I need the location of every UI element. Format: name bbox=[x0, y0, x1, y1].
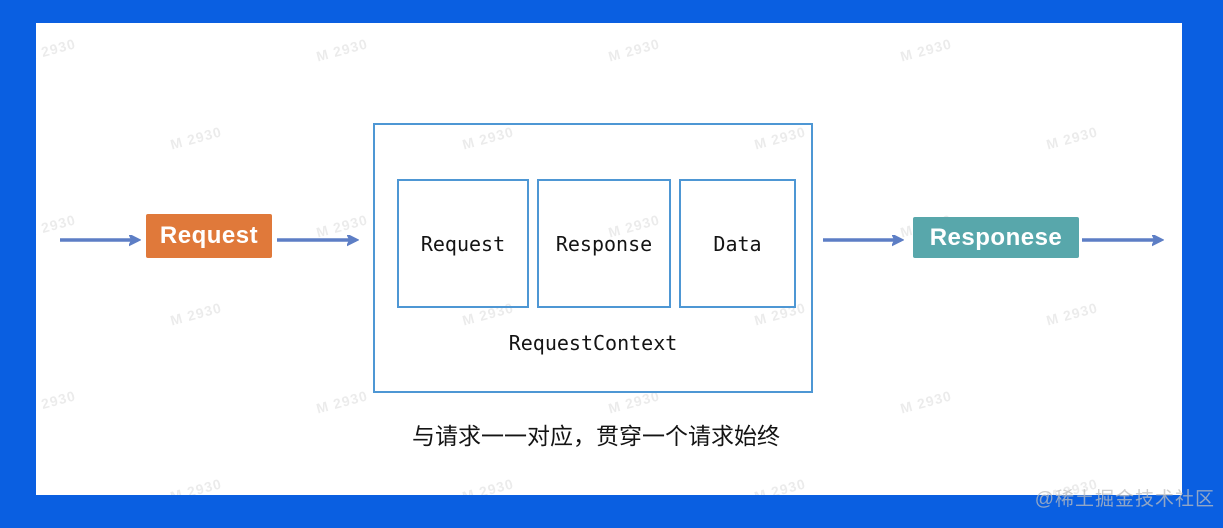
response-node: Responese bbox=[913, 217, 1079, 258]
watermark-tile: M 2930 bbox=[314, 35, 370, 65]
request-node: Request bbox=[146, 214, 272, 258]
watermark-tile: M 2930 bbox=[36, 387, 78, 417]
request-node-label: Request bbox=[159, 222, 259, 249]
brand-watermark: @稀土掘金技术社区 bbox=[1034, 489, 1215, 510]
watermark-tile: M 2930 bbox=[898, 387, 954, 417]
watermark-tile: M 2930 bbox=[898, 35, 954, 65]
watermark-tile: M 2930 bbox=[606, 35, 662, 65]
response-node-label: Responese bbox=[929, 223, 1063, 251]
context-item-data: Data bbox=[679, 179, 796, 308]
context-item-label: Data bbox=[713, 231, 762, 256]
watermark-tile: M 2930 bbox=[460, 475, 516, 495]
watermark-tile: M 2930 bbox=[168, 475, 224, 495]
watermark-tile: M 2930 bbox=[168, 123, 224, 153]
diagram-caption: 与请求一一对应，贯穿一个请求始终 bbox=[412, 423, 780, 449]
request-context-container: Request Response Data RequestContext bbox=[373, 123, 813, 393]
watermark-tile: M 2930 bbox=[168, 299, 224, 329]
watermark-tile: M 2930 bbox=[36, 211, 78, 241]
context-item-response: Response bbox=[537, 179, 671, 308]
watermark-tile: M 2930 bbox=[36, 35, 78, 65]
watermark-tile: M 2930 bbox=[314, 387, 370, 417]
watermark-tile: M 2930 bbox=[1044, 299, 1100, 329]
diagram-canvas: M 2930 M 2930 M 2930 M 2930 M 2930 M 2930 M 29… bbox=[36, 23, 1182, 495]
watermark-tile: M 2930 bbox=[1044, 123, 1100, 153]
watermark-tile: M 2930 bbox=[752, 475, 808, 495]
context-item-request: Request bbox=[397, 179, 529, 308]
watermark-tile: M 2930 bbox=[314, 211, 370, 241]
context-item-label: Request bbox=[420, 231, 506, 256]
context-container-label: RequestContext bbox=[508, 331, 678, 355]
context-item-label: Response bbox=[555, 231, 653, 256]
